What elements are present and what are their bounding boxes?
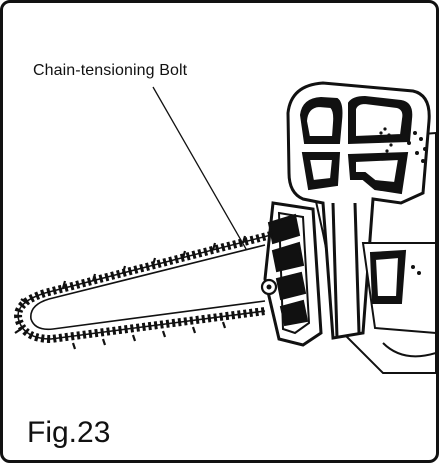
- chainsaw-illustration: [14, 81, 436, 374]
- chainsaw-body: [260, 81, 436, 374]
- guide-bar-and-chain: [14, 231, 272, 350]
- figure-label: Fig.23: [27, 416, 111, 449]
- callout-label: Chain-tensioning Bolt: [33, 62, 188, 79]
